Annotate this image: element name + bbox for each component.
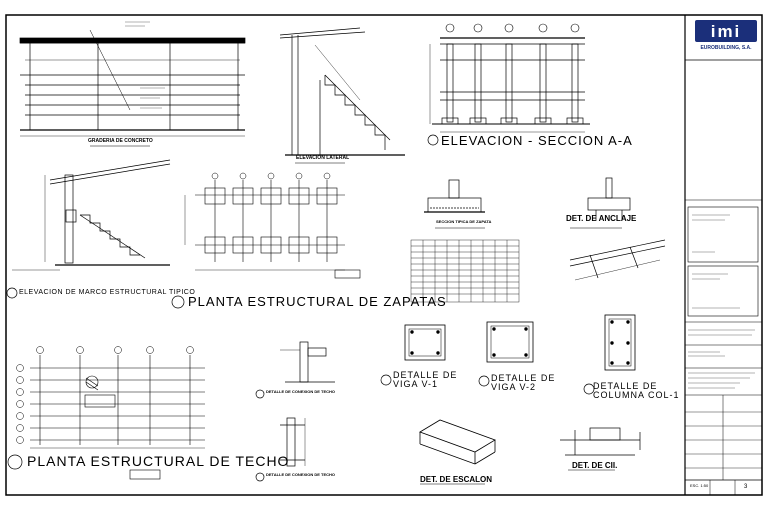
- beam-v1-title: DETALLE DE VIGA V-1: [393, 370, 458, 389]
- section-aa-title: ELEVACION - SECCION A-A: [441, 133, 633, 148]
- anchor-detail: [569, 177, 666, 281]
- roof-plan: [30, 355, 205, 480]
- lateral-title: ELEVACION LATERAL: [296, 155, 350, 161]
- logo-mark: imi: [710, 22, 742, 41]
- section-aa: [429, 37, 590, 133]
- anchor-title: DET. DE ANCLAJE: [566, 214, 637, 223]
- beam-v2-title: DETALLE DE VIGA V-2: [491, 373, 556, 392]
- roof-connection-2: [280, 417, 306, 467]
- roof-conn-2-title: DETALLE DE CONEXION DE TECHO: [266, 472, 336, 477]
- roof-conn-1-title: DETALLE DE CONEXION DE TECHO: [266, 389, 336, 394]
- beam-v2-section: [486, 321, 534, 363]
- footing-plan-title: PLANTA ESTRUCTURAL DE ZAPATAS: [188, 294, 447, 309]
- frame-title: ELEVACION DE MARCO ESTRUCTURAL TIPICO: [19, 289, 196, 296]
- footing-plan: [184, 180, 361, 279]
- roof-plan-title: PLANTA ESTRUCTURAL DE TECHO: [27, 453, 290, 469]
- rebar-table: [410, 239, 520, 303]
- graderia-title: GRADERIA DE CONCRETO: [88, 138, 153, 144]
- frame-elevation: [12, 159, 171, 271]
- column-title: DETALLE DE COLUMNA COL-1: [593, 381, 680, 400]
- company-logo: imi EUROBUILDING, S.A.: [695, 20, 757, 56]
- step-title: DET. DE ESCALON: [420, 475, 493, 484]
- company-name: EUROBUILDING, S.A.: [700, 45, 752, 51]
- cii-detail: [560, 427, 641, 456]
- graderia-elevation: [19, 29, 246, 137]
- lateral-elevation: [279, 27, 405, 156]
- logo-badge: [695, 20, 757, 42]
- cii-title: DET. DE CII.: [572, 461, 618, 470]
- beam-v1-section: [404, 324, 446, 361]
- footing-section-title: SECCION TIPICA DE ZAPATA: [436, 219, 492, 224]
- sheet-number: 3: [744, 484, 748, 490]
- scale-label: ESC. 1:50: [690, 483, 709, 488]
- roof-connection-1: [280, 341, 335, 383]
- step-detail: [419, 419, 496, 465]
- column-section: [604, 314, 636, 371]
- footing-section: [424, 179, 485, 213]
